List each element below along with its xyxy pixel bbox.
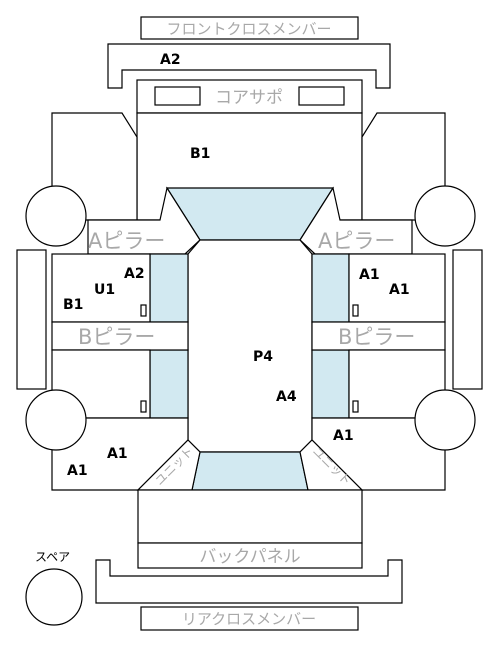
left-front-wheel[interactable] [25,185,87,247]
b-pillar-left[interactable] [51,321,189,351]
left-rear-grade-1: A1 [107,446,128,462]
b-pillar-right-label: Bピラー [338,325,415,349]
roof-panel[interactable] [187,239,313,453]
hood-grade: B1 [190,146,210,162]
left-rear-door-handle [140,400,147,413]
right-rear-door-glass[interactable] [311,349,350,419]
right-front-door-grade-1: A1 [359,267,380,283]
a-pillar-left-label: Aピラー [88,229,165,253]
left-front-door-grade-a: A2 [124,266,145,282]
right-front-door[interactable] [348,253,446,323]
right-front-fender[interactable] [361,112,446,221]
right-front-door-grade-2: A1 [389,282,410,298]
left-front-door-glass[interactable] [149,253,189,323]
left-rear-wheel[interactable] [25,389,87,451]
rear-cross-member-label: リアクロスメンバー [182,610,316,628]
a-pillar-right-label: Aピラー [318,229,395,253]
right-rear-grade: A1 [333,428,354,444]
rear-window[interactable] [191,451,309,491]
left-front-door-grade-b: B1 [63,297,83,313]
spare-label: スペア [35,550,70,564]
b-pillar-left-label: Bピラー [78,325,155,349]
right-rear-wheel[interactable] [414,389,476,451]
back-panel-label: バックパネル [199,547,300,567]
back-panel-box[interactable] [137,542,363,569]
right-rear-door-handle [352,400,359,413]
core-support-left-slot [154,86,201,106]
left-rear-grade-2: A1 [67,463,88,479]
front-cross-member-box[interactable] [140,16,359,40]
core-support-right-slot [298,86,345,106]
roof-rear-grade: A4 [276,389,297,405]
b-pillar-right[interactable] [311,321,446,351]
left-front-door-handle [140,304,147,317]
left-side-sill[interactable] [16,249,47,390]
front-bumper-grade: A2 [160,52,181,68]
rear-cross-member-box[interactable] [140,606,359,631]
rear-bumper-bracket[interactable] [95,559,403,604]
trunk-panel[interactable] [137,489,363,544]
right-front-door-glass[interactable] [311,253,350,323]
roof-grade: P4 [253,349,273,365]
spare-tire[interactable] [25,568,83,626]
left-front-door-grade-u: U1 [94,282,115,298]
front-cross-member-label: フロントクロスメンバー [166,20,331,38]
right-front-door-handle [352,304,359,317]
right-side-sill[interactable] [452,249,483,390]
right-front-wheel[interactable] [414,185,476,247]
front-bumper-bracket[interactable] [107,43,391,89]
core-support-label: コアサポ [215,88,283,108]
left-rear-door-glass[interactable] [149,349,189,419]
